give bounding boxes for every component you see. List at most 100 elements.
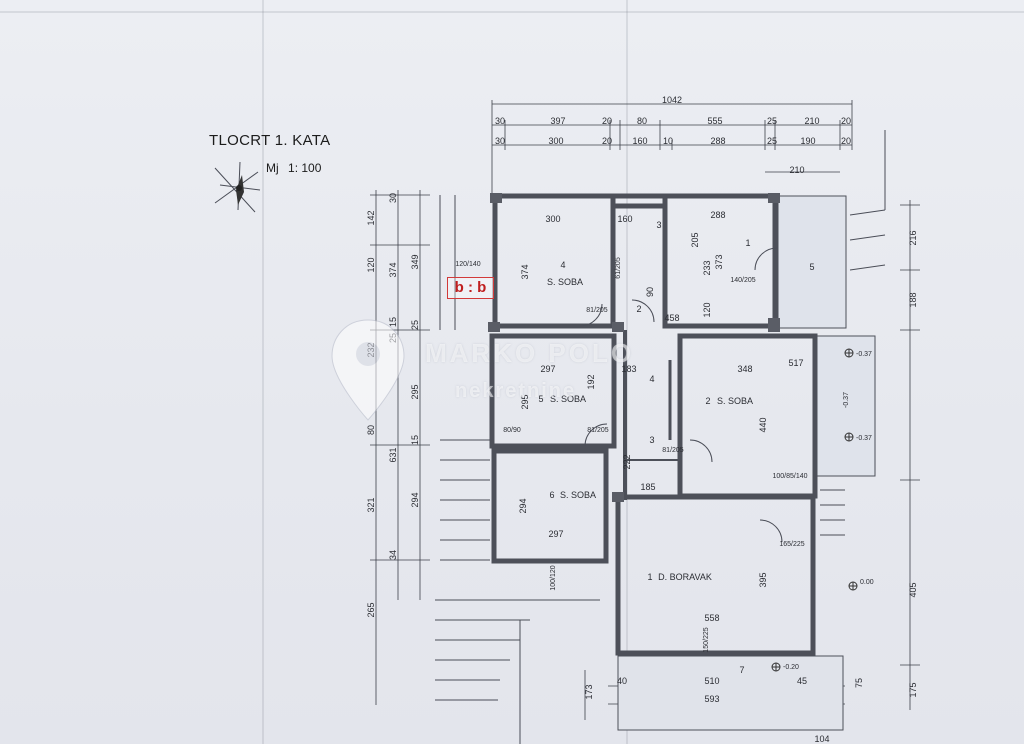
dim-value: 395: [758, 572, 768, 587]
dim-value: 321: [366, 497, 376, 512]
dim-value: 120: [366, 257, 376, 272]
dim-value: 185: [640, 482, 655, 492]
plan-title: TLOCRT 1. KATA: [209, 132, 331, 149]
dim-value: 558: [704, 613, 719, 623]
dim-value: 1042: [662, 95, 682, 105]
dim-value: 288: [710, 136, 725, 146]
room-dimension-values: 300 374 160 288 205 233 373 458 120 90 2…: [518, 210, 804, 623]
dim-value: 210: [804, 116, 819, 126]
watermark-pin-icon: [331, 319, 405, 421]
dim-value: 373: [714, 254, 724, 269]
dim-value: 297: [540, 364, 555, 374]
opening-size: 100/85/140: [772, 473, 807, 480]
dim-value: 631: [388, 447, 398, 462]
scale-label: Mj: [266, 161, 279, 175]
dim-value: 30: [388, 193, 398, 203]
dim-value: 10: [663, 136, 673, 146]
plan-scale: Mj 1: 100: [266, 161, 327, 175]
dim-value: 175: [908, 682, 918, 697]
door-swings: [579, 247, 783, 543]
dim-value: 183: [621, 364, 636, 374]
opening-size: 80/90: [503, 427, 521, 434]
dim-value: 120: [702, 302, 712, 317]
dim-value: 210: [789, 165, 804, 175]
dim-value: 20: [841, 116, 851, 126]
dim-value: 300: [545, 214, 560, 224]
dim-value: 517: [788, 358, 803, 368]
level-value: -0.37: [856, 351, 872, 358]
dim-value: 25: [767, 136, 777, 146]
opening-size: 81/205: [586, 307, 608, 314]
section-marker: b : b: [447, 277, 494, 299]
top-dimension-lines: [491, 100, 886, 210]
dim-value: 216: [908, 230, 918, 245]
dim-value: 160: [632, 136, 647, 146]
opening-size: 150/225: [703, 627, 710, 652]
dim-value: 555: [707, 116, 722, 126]
room-number: 4: [649, 374, 654, 384]
dim-value: 295: [410, 384, 420, 399]
dim-value: 405: [908, 582, 918, 597]
opening-size: 165/225: [779, 541, 804, 548]
dim-value: 190: [800, 136, 815, 146]
opening-size: 81/205: [662, 447, 684, 454]
dim-value: 20: [602, 136, 612, 146]
level-marker-icon: [848, 581, 858, 591]
dim-value: 160: [617, 214, 632, 224]
room-number: 5: [809, 262, 814, 272]
room-number: 3: [649, 435, 654, 445]
room-labels: 4 S. SOBA 1 5 2 3 5 S. SOBA 4 2 S. SOBA …: [538, 220, 814, 675]
room-number: 5: [538, 394, 543, 404]
room-number: 7: [739, 665, 744, 675]
dim-value: 75: [854, 678, 864, 688]
dim-value: 30: [495, 136, 505, 146]
dim-value: 20: [841, 136, 851, 146]
level-marker-icon: [844, 432, 854, 442]
room-name: S. SOBA: [547, 277, 583, 287]
terrace-area: [617, 195, 876, 731]
dim-value: 104: [814, 734, 829, 744]
room-name: S. SOBA: [717, 396, 753, 406]
dim-value: 222: [622, 454, 632, 469]
opening-size: 81/205: [587, 427, 609, 434]
room-number: 1: [745, 238, 750, 248]
dim-value: 173: [584, 684, 594, 699]
room-name: S. SOBA: [560, 490, 596, 500]
dim-value: 20: [602, 116, 612, 126]
dim-value: 300: [548, 136, 563, 146]
level-value: -0.37: [856, 435, 872, 442]
room-number: 4: [560, 260, 565, 270]
dim-value: 294: [518, 498, 528, 513]
level-value: 0.00: [860, 579, 874, 586]
dim-value: 397: [550, 116, 565, 126]
dim-value: 142: [366, 210, 376, 225]
dim-value: 593: [704, 694, 719, 704]
bottom-dimension-values: 40 510 45 593 104 173: [584, 676, 830, 744]
dim-value: 25: [767, 116, 777, 126]
dim-value: 510: [704, 676, 719, 686]
dim-value: 458: [664, 313, 679, 323]
dim-value: 25: [410, 320, 420, 330]
opening-size: 120/140: [455, 261, 480, 268]
room-name: S. SOBA: [550, 394, 586, 404]
paper-fold: [262, 0, 264, 744]
dim-value: 348: [737, 364, 752, 374]
level-markers: -0.37 -0.37 -0.37 0.00 -0.20: [771, 348, 874, 672]
level-marker-icon: [844, 348, 854, 358]
right-dimension-lines: [900, 200, 920, 710]
room-name: D. BORAVAK: [658, 572, 712, 582]
level-marker-icon: [771, 662, 781, 672]
dim-value: 30: [495, 116, 505, 126]
top-dimension-values: 1042 30 397 20 80 555 25 210 20 30 300 2…: [495, 95, 851, 175]
opening-size: 140/205: [730, 277, 755, 284]
room-number: 1: [647, 572, 652, 582]
dim-value: 288: [710, 210, 725, 220]
dim-value: 45: [797, 676, 807, 686]
opening-labels: 120/140 140/205 81/205 80/90 81/205 81/2…: [455, 257, 807, 652]
watermark-text: MARKO POLO: [425, 338, 635, 368]
opening-size: 100/120: [550, 565, 557, 590]
room-number: 2: [636, 304, 641, 314]
room-number: 2: [705, 396, 710, 406]
dim-value: 374: [388, 262, 398, 277]
